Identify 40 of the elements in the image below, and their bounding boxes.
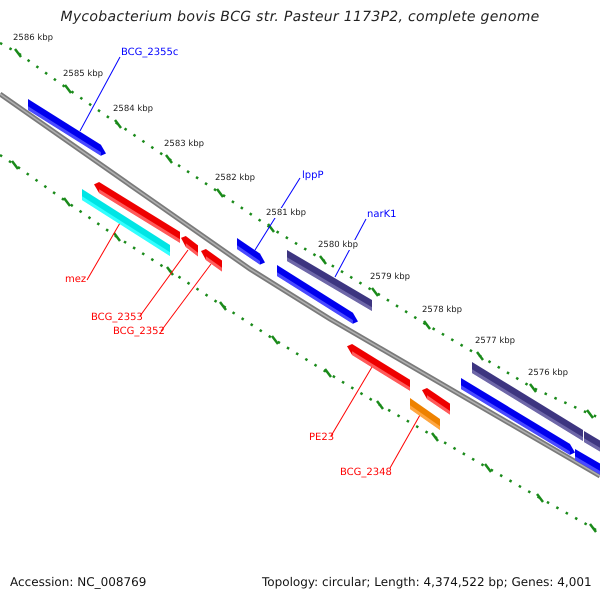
leader-line xyxy=(140,250,188,316)
leader-line xyxy=(86,222,120,280)
genome-info: Topology: circular; Length: 4,374,522 bp; Genes: 4,001 xyxy=(262,575,592,589)
gene-label: narK1 xyxy=(367,209,396,221)
gene-bar xyxy=(82,188,170,256)
scale-label: 2576 kbp xyxy=(527,368,570,378)
gene-bar xyxy=(584,430,600,454)
gene-bar xyxy=(277,264,358,324)
gene-bar xyxy=(575,448,600,478)
gene-label: BCG_2348 xyxy=(340,467,392,479)
gene-label: BCG_2353 xyxy=(91,312,143,324)
scale-label: 2581 kbp xyxy=(265,208,308,218)
gene-label: mez xyxy=(65,274,86,286)
gene-label: BCG_2352 xyxy=(113,326,165,338)
scale-label: 2579 kbp xyxy=(369,272,412,282)
leader-line xyxy=(390,414,420,468)
leader-line xyxy=(254,178,300,250)
genome-info: Accession: NC_008769 xyxy=(10,575,146,589)
leader-line xyxy=(330,366,372,436)
gene-bar xyxy=(410,398,440,430)
leader-line xyxy=(160,264,212,332)
gene-bar xyxy=(28,98,106,156)
gene-bar xyxy=(181,236,198,256)
scale-label: 2577 kbp xyxy=(474,336,516,346)
scale-label: 2578 kbp xyxy=(421,305,464,315)
gene-bar xyxy=(461,378,575,454)
gene-label: lppP xyxy=(302,170,324,182)
leader-line xyxy=(80,56,120,132)
scale-label: 2582 kbp xyxy=(214,173,256,183)
gene-bar xyxy=(347,344,410,390)
scale-label: 2586 kbp xyxy=(12,33,54,43)
gene-label: PE23 xyxy=(309,432,334,444)
diagram-title: Mycobacterium bovis BCG str. Pasteur 1173P2, complete genome xyxy=(60,9,540,25)
scale-label: 2585 kbp xyxy=(62,69,104,79)
scale-label: 2583 kbp xyxy=(163,139,206,149)
scale-label: 2584 kbp xyxy=(112,104,154,114)
gene-bar xyxy=(237,238,265,264)
gene-bar xyxy=(201,248,222,272)
gene-label: BCG_2355c xyxy=(121,47,178,59)
scale-label: 2580 kbp xyxy=(317,240,360,250)
